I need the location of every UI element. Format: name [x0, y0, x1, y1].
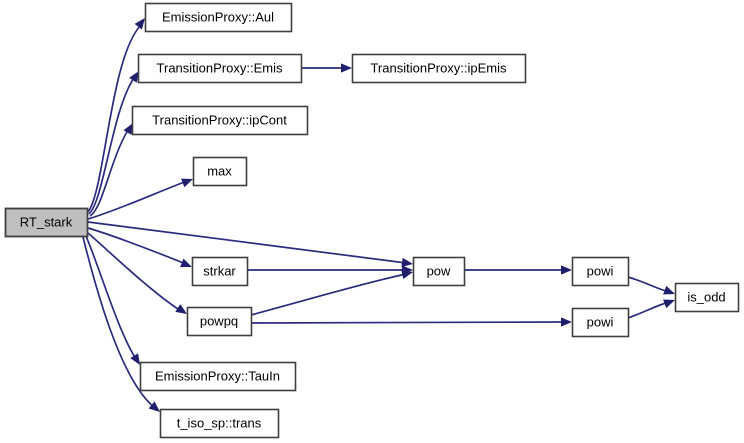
node-box[interactable]	[131, 105, 309, 136]
edge-line	[87, 25, 141, 213]
edge-line	[627, 276, 670, 293]
node-box[interactable]	[192, 156, 248, 187]
edge-rt_stark-to-ipcont	[89, 123, 133, 217]
node-ipcont[interactable]: TransitionProxy::ipCont	[131, 105, 309, 136]
arrowhead-icon	[129, 71, 139, 83]
edge-powi_top-to-is_odd	[627, 276, 675, 295]
node-box[interactable]	[144, 2, 293, 33]
edge-strkar-to-pow	[247, 265, 413, 275]
node-box[interactable]	[674, 282, 740, 313]
node-strkar[interactable]: strkar	[191, 256, 249, 287]
node-box[interactable]	[571, 256, 630, 287]
node-box[interactable]	[4, 207, 89, 238]
arrowhead-icon	[134, 18, 145, 30]
edge-line	[627, 301, 670, 319]
node-box[interactable]	[139, 361, 297, 392]
edge-rt_stark-to-trans	[82, 236, 160, 412]
node-pow[interactable]: pow	[412, 256, 466, 287]
arrowhead-icon	[401, 257, 413, 268]
node-box[interactable]	[412, 256, 466, 287]
node-emis[interactable]: TransitionProxy::Emis	[137, 53, 303, 84]
edge-rt_stark-to-pow	[87, 221, 413, 268]
arrowhead-icon	[180, 258, 192, 268]
node-max[interactable]: max	[192, 156, 248, 187]
arrowhead-icon	[561, 317, 572, 327]
edge-line	[250, 273, 407, 316]
edge-powpq-to-pow	[250, 269, 413, 316]
arrowhead-icon	[663, 285, 675, 295]
arrowhead-icon	[663, 299, 675, 309]
edge-rt_stark-to-strkar	[87, 227, 192, 268]
node-trans[interactable]: t_iso_sp::trans	[159, 408, 280, 439]
edge-rt_stark-to-tauin	[85, 235, 140, 365]
edge-line	[87, 221, 407, 264]
node-box[interactable]	[571, 307, 630, 338]
node-is_odd[interactable]: is_odd	[674, 282, 740, 313]
arrowhead-icon	[123, 123, 133, 135]
edge-line	[87, 232, 182, 312]
edge-line	[89, 129, 129, 217]
edge-line	[87, 227, 187, 265]
edge-line	[82, 236, 156, 409]
edge-line	[250, 321, 567, 324]
edge-rt_stark-to-powpq	[87, 232, 187, 314]
arrowhead-icon	[561, 265, 572, 275]
node-ipemis[interactable]: TransitionProxy::ipEmis	[351, 53, 527, 84]
edges-layer	[82, 18, 675, 412]
node-powpq[interactable]: powpq	[186, 306, 253, 337]
arrowhead-icon	[175, 304, 187, 314]
arrowhead-icon	[148, 401, 160, 412]
edge-emis-to-ipemis	[301, 63, 352, 73]
node-box[interactable]	[351, 53, 527, 84]
edge-line	[87, 180, 188, 220]
edge-rt_stark-to-emis	[88, 71, 139, 215]
node-aul[interactable]: EmissionProxy::Aul	[144, 2, 293, 33]
node-tauin[interactable]: EmissionProxy::TauIn	[139, 361, 297, 392]
arrowhead-icon	[130, 353, 140, 365]
nodes-layer: RT_stark EmissionProxy::AulTransitionProx…	[4, 2, 740, 439]
edge-line	[88, 77, 135, 215]
node-box[interactable]	[191, 256, 249, 287]
edge-pow-to-powi_top	[464, 265, 572, 275]
edge-powi_bot-to-is_odd	[627, 299, 675, 319]
arrowhead-icon	[341, 63, 352, 73]
arrowhead-icon	[401, 269, 413, 279]
edge-rt_stark-to-aul	[87, 18, 145, 213]
edge-powpq-to-powi_bot	[250, 317, 572, 327]
node-box[interactable]	[137, 53, 303, 84]
node-powi_bot[interactable]: powi	[571, 307, 630, 338]
node-rt_stark[interactable]: RT_stark	[4, 207, 89, 238]
node-box[interactable]	[186, 306, 253, 337]
arrowhead-icon	[181, 178, 193, 188]
node-box[interactable]	[159, 408, 280, 439]
edge-line	[85, 235, 137, 360]
node-powi_top[interactable]: powi	[571, 256, 630, 287]
edge-rt_stark-to-max	[87, 178, 193, 220]
